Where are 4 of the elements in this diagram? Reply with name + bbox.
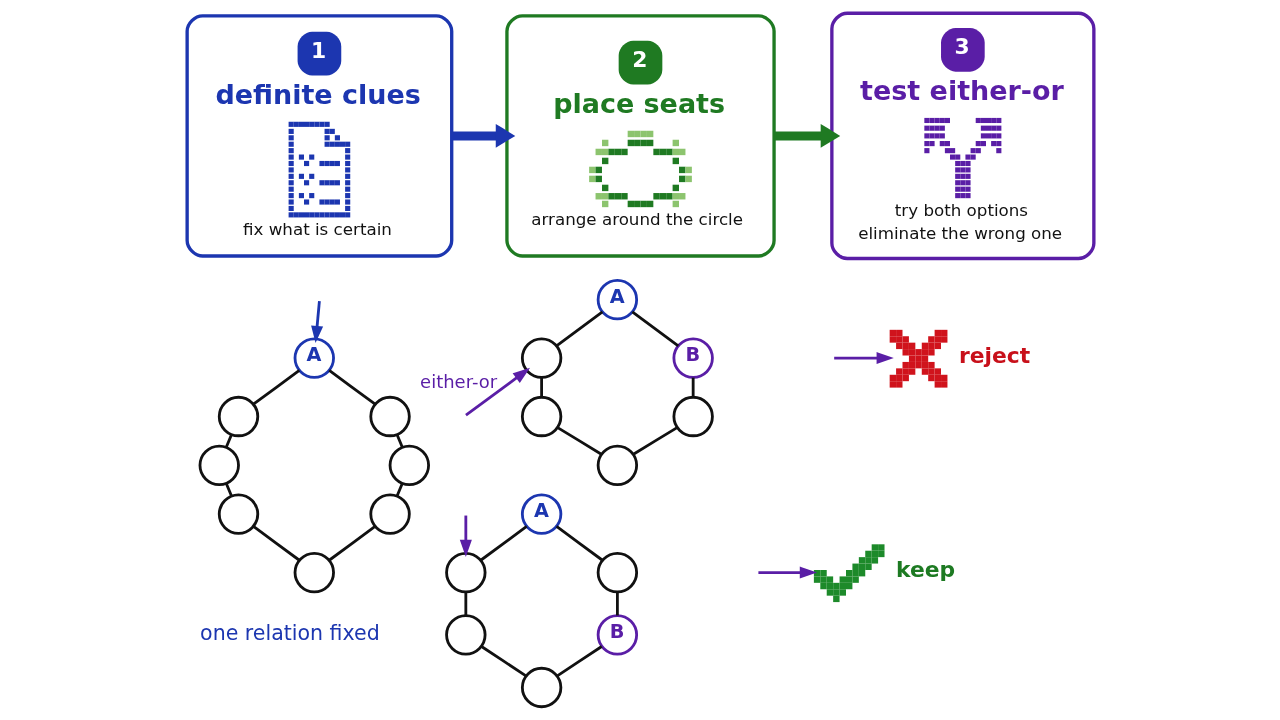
node-label: reject (958, 342, 1030, 368)
edge-label: either-or (419, 370, 497, 392)
node-label: keep (895, 557, 955, 583)
label: one relation fixed (199, 620, 380, 645)
